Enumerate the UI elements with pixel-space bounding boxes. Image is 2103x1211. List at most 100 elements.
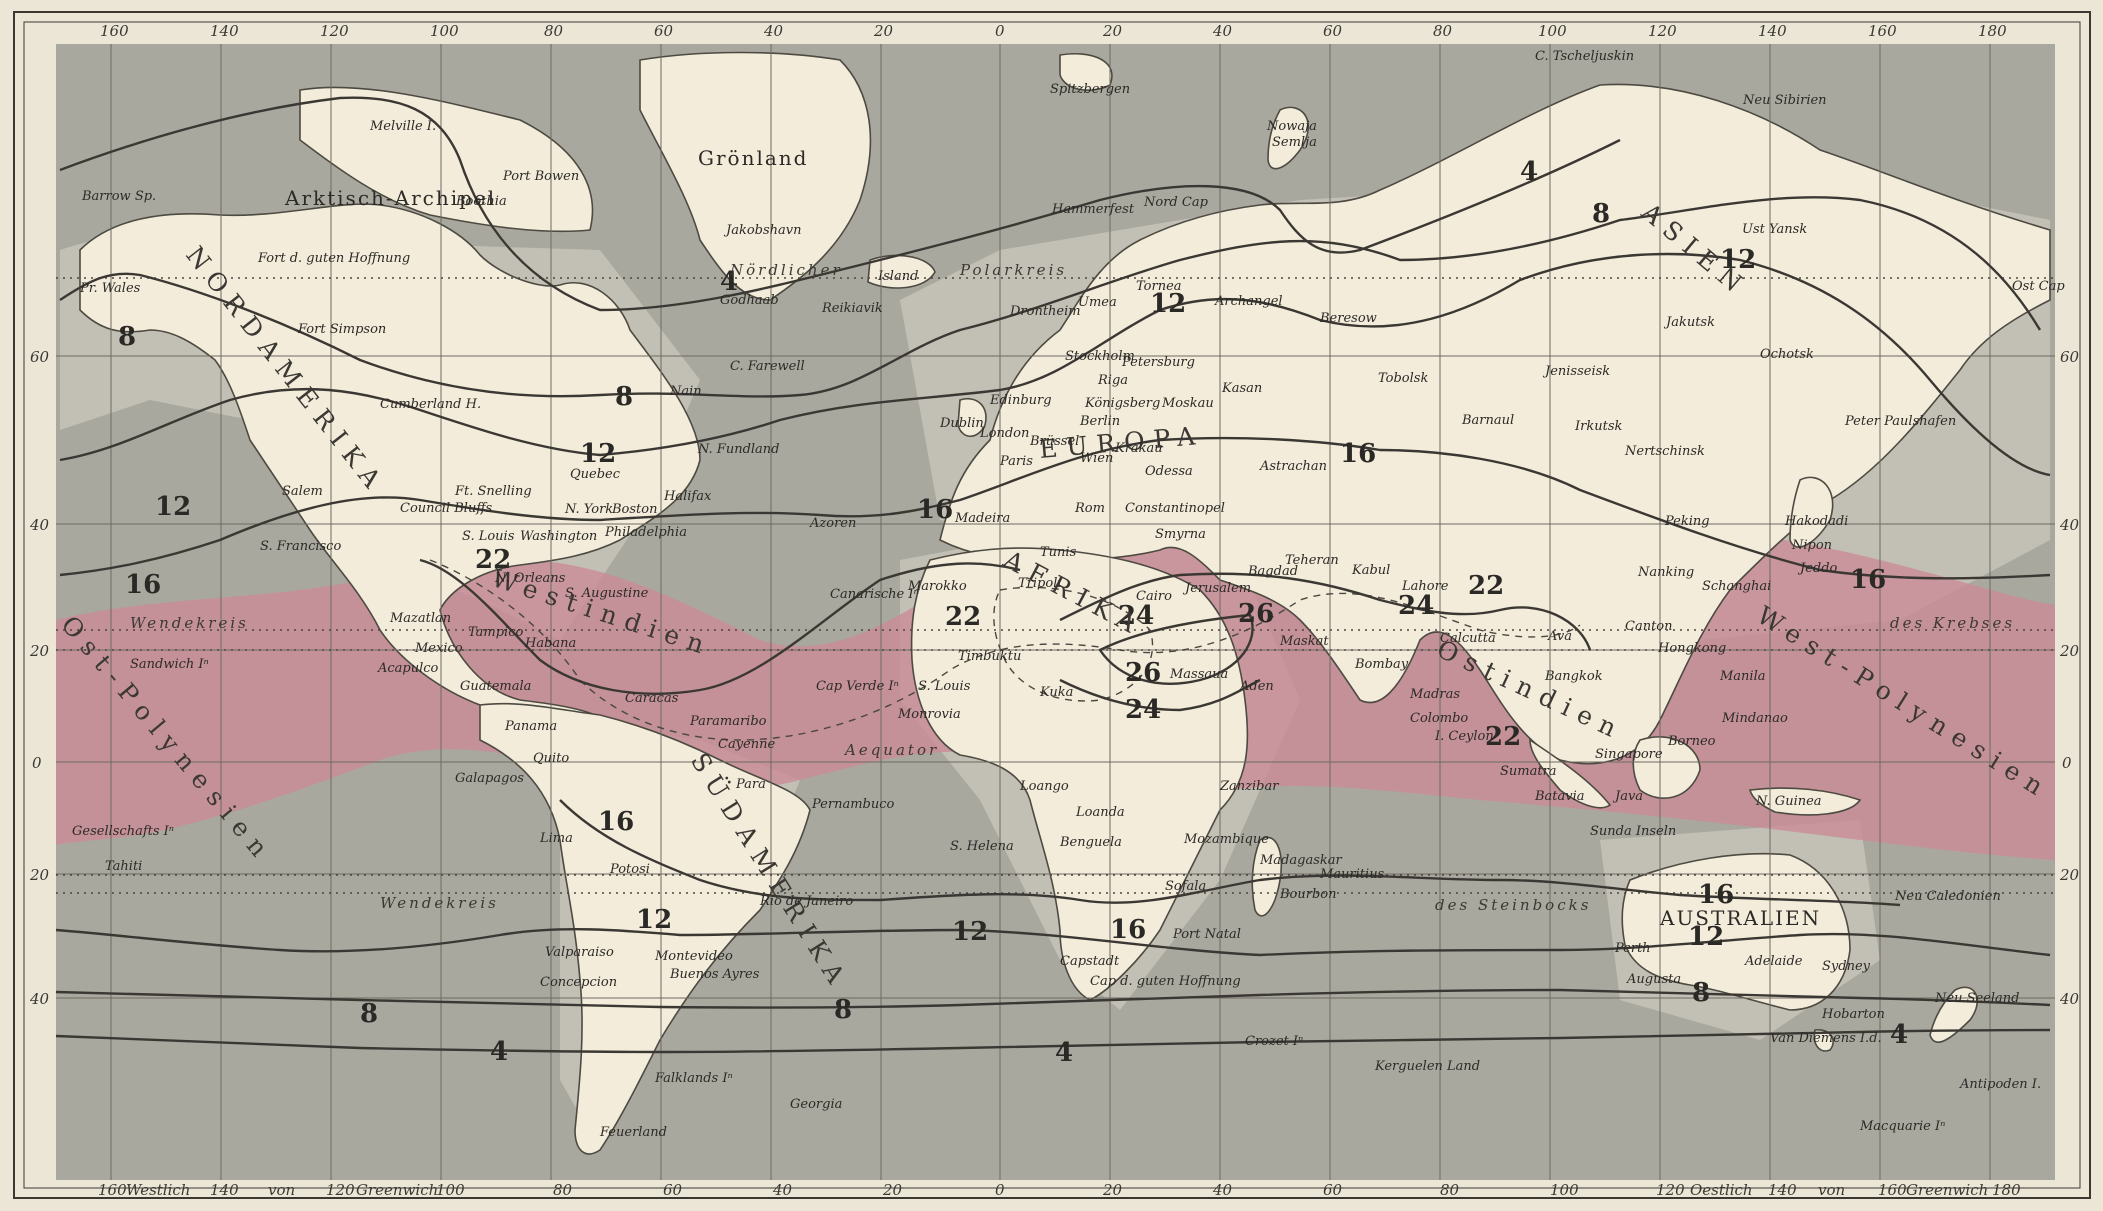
place-hammerfest: Hammerfest — [1051, 202, 1135, 217]
place-bruessel: Brüssel — [1029, 434, 1079, 449]
place-philadelphia: Philadelphia — [604, 525, 687, 540]
iso-label-26-a: 26 — [1238, 599, 1274, 629]
place-sumatra: Sumatra — [1500, 764, 1557, 779]
place-shelena: S. Helena — [950, 839, 1014, 854]
top-lon-14: 120 — [1648, 22, 1677, 40]
place-montevideo: Montevideo — [654, 949, 733, 964]
place-nertschinsk: Nertschinsk — [1624, 444, 1705, 459]
place-sundainseln: Sunda Inseln — [1590, 824, 1676, 839]
place-paramaribo: Paramaribo — [689, 714, 767, 729]
place-habana: Habana — [524, 636, 576, 651]
place-sofala: Sofala — [1165, 879, 1206, 894]
isotherm-8-south — [55, 988, 2051, 1009]
place-nain: Nain — [669, 384, 702, 399]
land-japan — [1789, 476, 1834, 548]
isotherm-24-south — [1059, 678, 1261, 712]
bottom-lon-14: 120 — [1656, 1181, 1685, 1199]
place-feuerland: Feuerland — [599, 1125, 667, 1140]
place-island: Island — [877, 269, 918, 284]
place-kabul: Kabul — [1351, 563, 1390, 578]
place-semlja: Semlja — [1272, 135, 1317, 150]
place-rom: Rom — [1074, 501, 1105, 516]
place-paris: Paris — [999, 454, 1033, 469]
bottom-lon-1: 140 — [210, 1181, 239, 1199]
place-barrow: Barrow Sp. — [81, 189, 156, 204]
place-rio: Rio de Janeiro — [759, 894, 853, 909]
bottom-longitude-ticks: 160 Westlich 140 von 120 Greenwich 100 8… — [98, 1181, 2021, 1199]
place-madagaskar: Madagaskar — [1259, 853, 1343, 868]
place-bangkok: Bangkok — [1544, 669, 1603, 684]
iso-label-16-b: 16 — [917, 495, 953, 525]
place-caracas: Caracas — [625, 691, 679, 706]
place-nanking: Nanking — [1637, 565, 1694, 580]
top-lon-11: 60 — [1323, 22, 1343, 40]
bottom-lon-8: 0 — [995, 1181, 1005, 1199]
place-para: Para — [735, 777, 766, 792]
place-mazatlan: Mazatlan — [389, 611, 451, 626]
place-dublin: Dublin — [939, 416, 984, 431]
place-massaua: Massaua — [1169, 667, 1228, 682]
place-hakodadi: Hakodadi — [1784, 514, 1848, 529]
bottom-word-westlich: Westlich — [126, 1181, 190, 1199]
place-jenisseisk: Jenisseisk — [1542, 364, 1610, 379]
place-peking: Peking — [1664, 514, 1710, 529]
isotherm-26 — [1098, 613, 1254, 685]
place-neucaledonien: Neu Caledonien — [1894, 889, 2001, 904]
top-lon-2: 120 — [320, 22, 349, 40]
place-smyrna: Smyrna — [1155, 527, 1206, 542]
iso-label-24-b: 24 — [1398, 591, 1434, 621]
place-ava: Ava — [1547, 629, 1572, 644]
place-madeira: Madeira — [954, 511, 1010, 526]
place-tornea: Tornea — [1136, 279, 1182, 294]
place-monrovia: Monrovia — [897, 707, 961, 722]
place-azoren: Azoren — [809, 516, 856, 531]
place-reikiavik: Reikiavik — [821, 301, 883, 316]
right-lat-0: 60 — [2060, 348, 2080, 366]
bottom-word-greenwich-e: Greenwich — [1906, 1181, 1988, 1199]
iso-label-12-s-b: 12 — [952, 917, 988, 947]
bottom-word-oestlich: Oestlich — [1690, 1181, 1753, 1199]
bottom-lon-17: 180 — [1992, 1181, 2021, 1199]
place-acapulco: Acapulco — [377, 661, 439, 676]
place-guatemala: Guatemala — [460, 679, 531, 694]
land-nowaja-semlja — [1267, 106, 1310, 170]
isotherm-16-north — [59, 436, 2051, 580]
place-tampico: Tampico — [468, 625, 523, 640]
place-wien: Wien — [1080, 451, 1113, 466]
iso-label-12-s-a: 12 — [636, 905, 672, 935]
isotherm-8-north — [59, 196, 2042, 398]
bottom-lon-4: 80 — [553, 1181, 573, 1199]
place-tahiti: Tahiti — [105, 859, 142, 874]
place-jakobshavn: Jakobshavn — [723, 223, 802, 238]
outer-frame — [13, 11, 2091, 1199]
iso-label-22-d: 22 — [1485, 722, 1521, 752]
place-peterpaul: Peter Paulshafen — [1844, 414, 1956, 429]
iso-label-8-s-b: 8 — [834, 995, 852, 1025]
place-sydney: Sydney — [1822, 959, 1871, 974]
isotherm-4-south — [55, 1028, 2051, 1054]
place-marokko: Marokko — [907, 579, 967, 594]
iso-label-8-s-c: 8 — [1692, 978, 1710, 1008]
place-jeddo: Jeddo — [1797, 561, 1838, 576]
isotherm-lines — [55, 96, 2051, 1054]
iso-label-16-s-a: 16 — [598, 807, 634, 837]
right-lat-3: 0 — [2062, 754, 2072, 772]
left-latitude-ticks: 60 40 20 0 20 40 — [29, 348, 50, 1008]
top-lon-5: 60 — [654, 22, 674, 40]
label-wendekreis-n: Wendekreis — [130, 614, 249, 632]
place-mauritius: Mauritius — [1319, 867, 1385, 882]
place-antipoden: Antipoden I. — [1959, 1077, 2041, 1092]
place-hongkong: Hongkong — [1657, 641, 1726, 656]
right-lat-2: 20 — [2059, 642, 2080, 660]
place-nowaja: Nowaja — [1266, 119, 1317, 134]
top-lon-0: 160 — [100, 22, 129, 40]
place-hobarton: Hobarton — [1821, 1007, 1885, 1022]
place-sandwich: Sandwich Iⁿ — [130, 657, 209, 672]
place-kerguelen: Kerguelen Land — [1374, 1059, 1480, 1074]
left-lat-2: 20 — [29, 642, 50, 660]
top-lon-4: 80 — [544, 22, 564, 40]
iso-label-16-d: 16 — [1850, 565, 1886, 595]
bottom-lon-13: 100 — [1550, 1181, 1579, 1199]
place-jakutsk: Jakutsk — [1663, 315, 1715, 330]
place-washington: Washington — [520, 529, 597, 544]
